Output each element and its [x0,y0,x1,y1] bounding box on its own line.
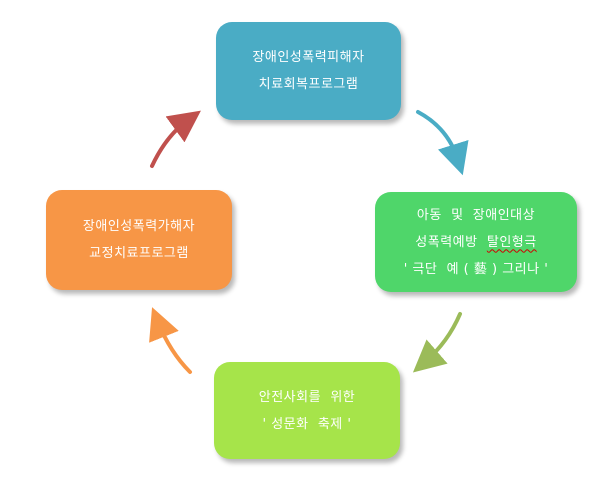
node-right-line-2a: 성폭력예방 [415,234,487,250]
arrow-left-to-top-icon [150,110,201,168]
node-top-line-1: 장애인성폭력피해자 [252,50,365,65]
arrow-right-to-bottom-icon [412,312,462,373]
node-right-line-3: ' 극단 예 ( 藝 ) 그리나 ' [403,261,549,277]
node-right-line-2b: 탈인형극 [486,234,537,250]
node-right-line-2: 성폭력예방 탈인형극 [415,229,536,256]
program-node-prevention-puppet-show: 아동 및 장애인대상 성폭력예방 탈인형극 ' 극단 예 ( 藝 ) 그리나 ' [375,192,577,292]
program-node-victim-recovery: 장애인성폭력피해자 치료회복프로그램 [216,22,401,120]
program-node-offender-correction: 장애인성폭력가해자 교정치료프로그램 [46,190,232,290]
node-right-line-1: 아동 및 장애인대상 [416,207,536,223]
node-bottom-line-1: 안전사회를 위한 [258,389,356,405]
node-top-line-2: 치료회복프로그램 [258,77,359,92]
arrow-top-to-right-icon [416,110,469,176]
program-node-culture-festival: 안전사회를 위한 ' 성문화 축제 ' [214,362,400,459]
node-left-line-2: 교정치료프로그램 [89,246,189,261]
arrow-bottom-to-left-icon [149,307,192,374]
node-bottom-line-2: ' 성문화 축제 ' [262,416,352,432]
node-left-line-1: 장애인성폭력가해자 [82,219,196,234]
